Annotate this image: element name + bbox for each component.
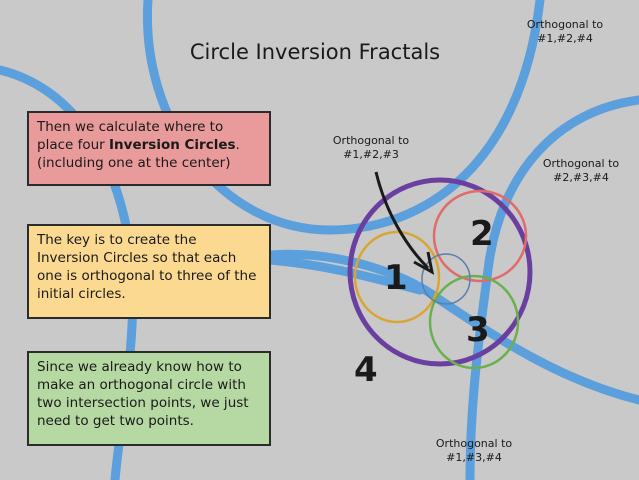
info-box-text-after: . (including one at the center) <box>37 137 240 171</box>
circle-number-1: 1 <box>384 258 408 298</box>
circle-number-2: 2 <box>470 214 494 254</box>
initial-circle-arc-middle <box>265 249 639 405</box>
info-box-text-bold: Inversion Circles <box>109 137 236 153</box>
note-line-1: Orthogonal to <box>435 437 513 450</box>
initial-circle-arc-top <box>142 0 545 235</box>
note-orthogonal-123: Orthogonal to #1,#2,#3 <box>316 134 426 162</box>
circle-number-3: 3 <box>466 310 490 350</box>
inversion-circle-1-yellow <box>353 230 441 324</box>
inversion-circle-center <box>421 253 471 305</box>
page-title: Circle Inversion Fractals <box>189 40 441 64</box>
note-line-1: Orthogonal to <box>332 134 410 147</box>
info-box-text-before: Then we calculate where to place four <box>37 119 224 153</box>
info-box-two-points: Since we already know how to make an ort… <box>27 351 271 446</box>
note-line-2: #1,#3,#4 <box>446 451 502 464</box>
info-box-text: The key is to create the Inversion Circl… <box>37 232 257 302</box>
initial-circle-arc-right <box>465 95 639 480</box>
note-orthogonal-124: Orthogonal to #1,#2,#4 <box>510 18 620 46</box>
note-line-2: #1,#2,#4 <box>537 32 593 45</box>
note-orthogonal-234: Orthogonal to #2,#3,#4 <box>526 157 636 185</box>
inversion-circle-3-green <box>428 274 520 370</box>
info-box-orthogonal-key: The key is to create the Inversion Circl… <box>27 224 271 319</box>
pointer-arrow-head <box>413 251 435 275</box>
circle-number-4: 4 <box>354 350 378 390</box>
inversion-circle-4-purple <box>347 177 533 367</box>
pointer-arrow-line <box>374 171 430 270</box>
note-line-2: #2,#3,#4 <box>553 171 609 184</box>
note-line-2: #1,#2,#3 <box>343 148 399 161</box>
info-box-text: Since we already know how to make an ort… <box>37 359 249 429</box>
info-box-inversion-circles: Then we calculate where to place four In… <box>27 111 271 186</box>
inversion-circle-2-red <box>432 189 528 283</box>
note-line-1: Orthogonal to <box>542 157 620 170</box>
note-line-1: Orthogonal to <box>526 18 604 31</box>
note-orthogonal-134: Orthogonal to #1,#3,#4 <box>419 437 529 465</box>
